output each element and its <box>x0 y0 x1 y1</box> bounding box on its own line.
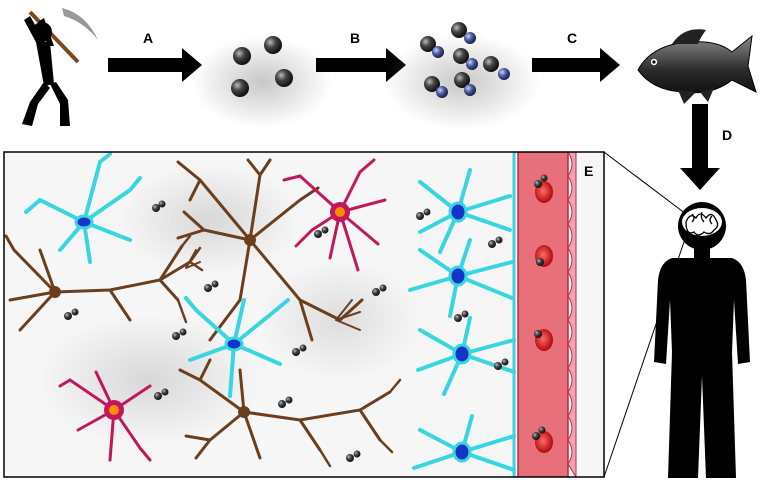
methylmercury-molecules-icon <box>384 22 540 130</box>
arrow-a: A <box>108 30 202 82</box>
neuron-cells <box>4 158 402 468</box>
blood-vessel <box>517 152 577 477</box>
arrow-b: B <box>316 30 406 82</box>
brain-icon <box>682 208 722 236</box>
astrocyte-cells <box>24 152 516 477</box>
fish-icon <box>637 29 757 104</box>
tissue-mercury-molecules <box>64 174 548 462</box>
arrow-d: D <box>680 104 732 190</box>
step-a-label: A <box>143 30 153 46</box>
brain-tissue-panel: E <box>3 151 605 478</box>
step-c-label: C <box>567 30 577 46</box>
panel-e-label: E <box>584 163 593 179</box>
arrow-c: C <box>532 30 620 82</box>
zoom-line-top <box>603 151 687 215</box>
mercury-atoms-icon <box>192 36 332 128</box>
step-d-label: D <box>722 127 732 143</box>
microglia-cells <box>58 158 387 462</box>
zoom-line-bottom <box>603 235 687 478</box>
step-b-label: B <box>350 30 360 46</box>
pickaxe-miner-icon <box>22 8 98 126</box>
human-silhouette-icon <box>654 202 750 478</box>
